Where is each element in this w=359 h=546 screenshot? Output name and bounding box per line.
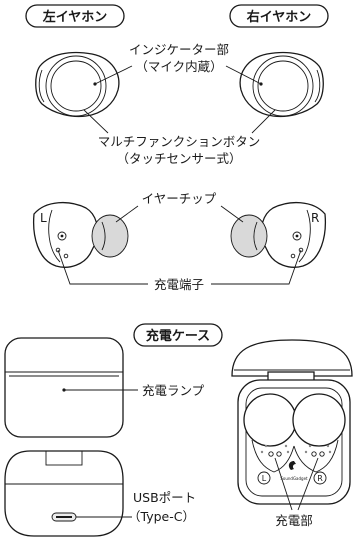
indicator-label: インジケーター部	[129, 42, 229, 57]
multifunction-line-right	[251, 109, 276, 134]
brand-logo-text: SoundGadget	[280, 476, 308, 481]
left-charging-pin	[268, 451, 274, 457]
usb-port-label: USBポート	[133, 490, 196, 505]
indicator-sublabel: （マイク内蔵）	[135, 59, 222, 74]
ear-tip-line-left	[115, 205, 139, 223]
ear-tip-line-right	[220, 205, 244, 223]
case-back-view	[4, 450, 124, 537]
case-slot-right-mark: R	[317, 474, 323, 483]
right-charging-pin-2	[319, 451, 325, 457]
right-earphone-front	[239, 51, 324, 118]
charging-lamp-label: 充電ランプ	[142, 383, 205, 398]
case-front-view	[4, 337, 124, 438]
svg-text:充電ケース: 充電ケース	[146, 328, 210, 344]
left-earphone-front	[35, 51, 120, 118]
charging-case-heading: 充電ケース	[133, 323, 223, 347]
svg-text:左イヤホン: 左イヤホン	[43, 9, 108, 25]
brand-logo-icon	[288, 461, 296, 470]
multifunction-line-left	[83, 109, 109, 134]
indicator-line-left	[94, 65, 133, 85]
terminal-line-left	[57, 249, 148, 285]
left-ear-tip	[91, 214, 129, 258]
ear-tip-label: イヤーチップ	[142, 191, 217, 206]
left-earphone-side: L	[32, 202, 129, 268]
left-earphone-heading: 左イヤホン	[25, 4, 125, 28]
charging-part-line-left	[274, 457, 293, 511]
left-charging-pin-2	[276, 451, 282, 457]
right-earphone-side: R	[230, 202, 327, 268]
case-open-view: L R SoundGadget	[231, 339, 353, 505]
indicator-line-right	[225, 65, 262, 85]
charging-terminal-label: 充電端子	[154, 277, 204, 292]
terminal-line-right	[211, 249, 302, 285]
right-earphone-heading: 右イヤホン	[229, 4, 329, 28]
right-side-mark: R	[311, 211, 319, 225]
case-slot-left-mark: L	[262, 474, 267, 483]
right-charging-pin	[311, 451, 317, 457]
left-side-mark: L	[40, 211, 47, 225]
svg-text:右イヤホン: 右イヤホン	[246, 9, 312, 25]
usb-port-sublabel: （Type-C）	[128, 509, 195, 524]
multifunction-sublabel: （タッチセンサー式）	[116, 151, 241, 166]
right-ear-tip	[230, 214, 268, 258]
charging-part-line-right	[297, 457, 319, 511]
charging-part-label: 充電部	[275, 513, 313, 528]
multifunction-label: マルチファンクションボタン	[98, 134, 261, 149]
